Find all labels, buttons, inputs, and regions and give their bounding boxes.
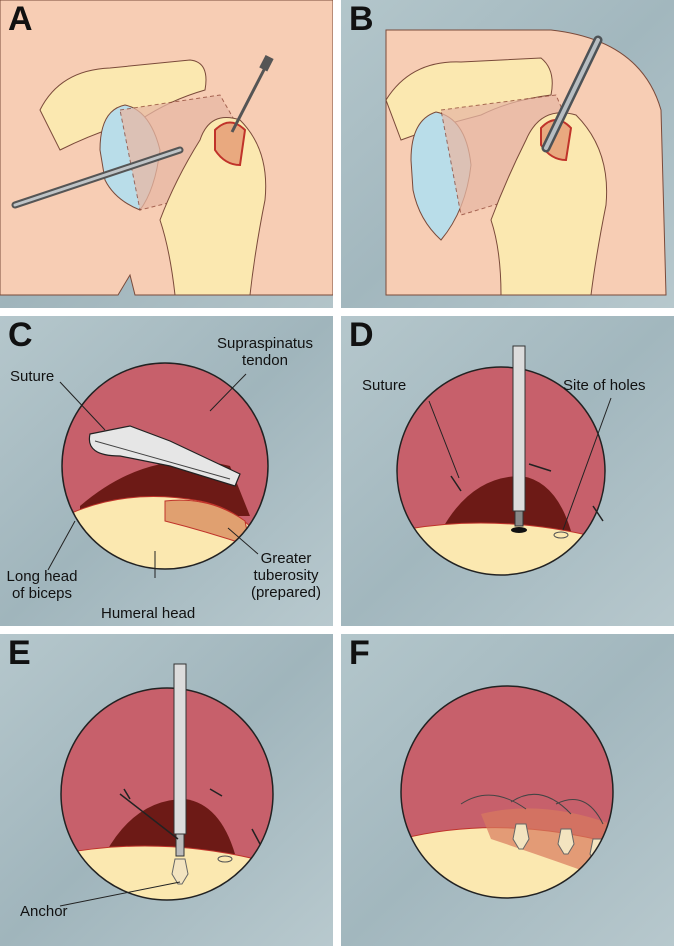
panel-letter-f: F xyxy=(349,634,370,672)
panel-f-illustration xyxy=(341,634,674,946)
panel-b-illustration xyxy=(341,0,674,308)
label-long-head-line1: Long head xyxy=(6,568,78,585)
panel-letter-c: C xyxy=(8,316,33,354)
panel-letter-d: D xyxy=(349,316,374,354)
panel-letter-a: A xyxy=(8,0,33,38)
panel-e-illustration xyxy=(0,634,333,946)
panel-b: B xyxy=(341,0,674,308)
label-anchor: Anchor xyxy=(20,903,68,920)
panel-a-illustration xyxy=(0,0,333,308)
label-suture-d: Suture xyxy=(362,377,407,394)
label-supraspinatus-line2: tendon xyxy=(242,352,288,369)
label-supraspinatus-line1: Supraspinatus xyxy=(217,335,313,352)
panel-c-illustration xyxy=(0,316,333,626)
suture-passer-instrument xyxy=(88,425,241,487)
label-supraspinatus-tendon: Supraspinatus tendon xyxy=(205,335,325,369)
panel-letter-b: B xyxy=(349,0,374,38)
panel-letter-e: E xyxy=(8,634,31,672)
panel-a: A xyxy=(0,0,333,308)
label-greater-line2: tuberosity xyxy=(253,567,319,584)
panel-d: D Suture Site of holes xyxy=(341,316,674,626)
panel-e: E Anchor xyxy=(0,634,333,946)
panel-d-illustration xyxy=(341,316,674,626)
label-humeral-head: Humeral head xyxy=(101,605,196,622)
label-site-of-holes: Site of holes xyxy=(563,377,646,394)
label-greater-line3: (prepared) xyxy=(250,584,322,601)
label-suture-c: Suture xyxy=(10,368,55,385)
label-long-head-biceps: Long head of biceps xyxy=(0,568,84,602)
panel-f: F xyxy=(341,634,674,946)
label-long-head-line2: of biceps xyxy=(11,585,73,602)
label-greater-line1: Greater xyxy=(260,550,312,567)
label-greater-tuberosity: Greater tuberosity (prepared) xyxy=(240,550,332,601)
panel-c: C Supraspinatus tendon Suture Long head … xyxy=(0,316,333,626)
